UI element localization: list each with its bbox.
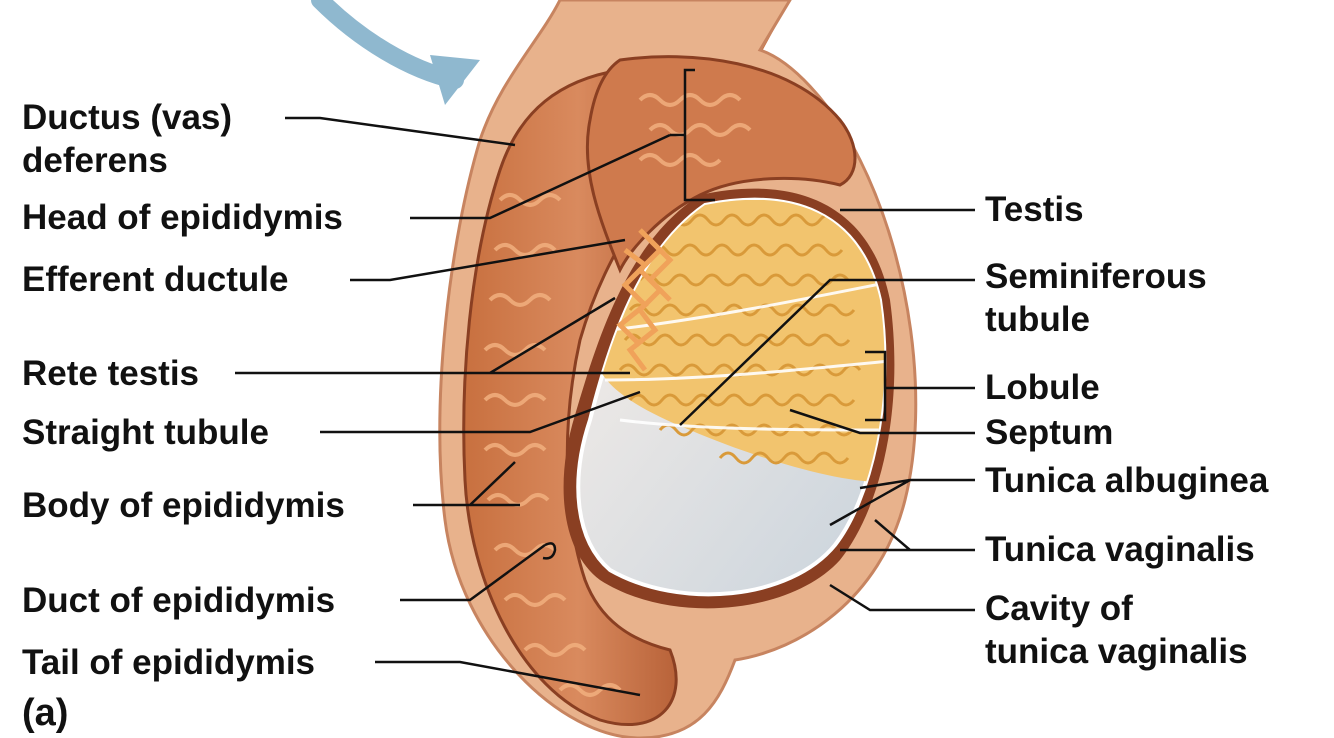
leader-ductus-deferens bbox=[285, 116, 516, 147]
epididymis-head bbox=[585, 55, 857, 274]
rete-testis-network bbox=[616, 228, 674, 372]
leader-head-epididymis bbox=[410, 133, 671, 220]
seminiferous-tubules bbox=[600, 200, 885, 482]
label-septum: Septum bbox=[985, 413, 1114, 452]
label-seminiferous-tubule: Seminiferous tubule bbox=[985, 257, 1207, 339]
leader-seminiferous bbox=[679, 278, 975, 426]
panel-tag: (a) bbox=[22, 692, 69, 734]
label-straight-tubule: Straight tubule bbox=[22, 413, 269, 452]
leader-rete-testis bbox=[235, 296, 630, 375]
leader-tunica-vaginalis bbox=[840, 519, 975, 552]
leader-lines bbox=[235, 68, 975, 697]
leader-head-bracket bbox=[670, 68, 715, 202]
leader-lobule bbox=[865, 350, 975, 422]
label-body-of-epididymis: Body of epididymis bbox=[22, 486, 345, 525]
label-tail-of-epididymis: Tail of epididymis bbox=[22, 643, 316, 682]
label-tunica-albuginea: Tunica albuginea bbox=[985, 461, 1269, 500]
label-efferent-ductule: Efferent ductule bbox=[22, 260, 289, 299]
leader-efferent-ductule bbox=[350, 238, 626, 282]
label-cavity-of-tunica-vaginalis: Cavity of tunica vaginalis bbox=[985, 589, 1248, 671]
leader-straight-tubule bbox=[320, 390, 641, 434]
leader-tail-epididymis bbox=[375, 660, 641, 697]
label-duct-of-epididymis: Duct of epididymis bbox=[22, 581, 336, 620]
leader-septum bbox=[789, 408, 975, 435]
leader-cavity bbox=[829, 583, 975, 612]
label-tunica-vaginalis: Tunica vaginalis bbox=[985, 530, 1255, 569]
leader-body-epididymis bbox=[413, 461, 520, 507]
label-testis: Testis bbox=[985, 190, 1084, 229]
label-head-of-epididymis: Head of epididymis bbox=[22, 198, 343, 237]
leader-duct-epididymis bbox=[400, 543, 546, 602]
label-rete-testis: Rete testis bbox=[22, 354, 200, 393]
label-ductus-deferens: Ductus (vas) deferens bbox=[22, 98, 233, 180]
epididymis-coils bbox=[483, 93, 752, 697]
pointer-arrow-head bbox=[430, 55, 480, 105]
leader-duct-hook bbox=[542, 542, 557, 560]
leader-tunica-albuginea bbox=[829, 478, 975, 527]
label-lobule: Lobule bbox=[985, 368, 1100, 407]
